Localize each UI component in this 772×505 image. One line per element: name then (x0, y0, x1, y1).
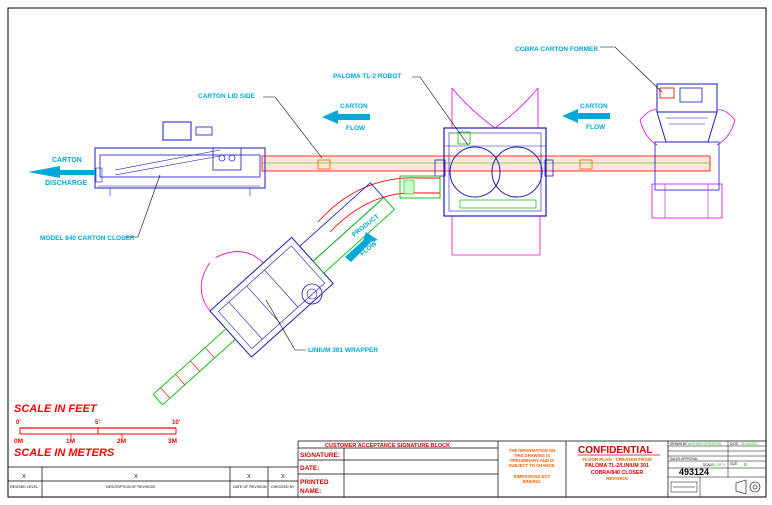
title-grid (668, 441, 766, 497)
meter-tick-1: 1M (66, 438, 75, 445)
notice-line-5: DIMENSIONS NOT (514, 474, 551, 479)
title-desc-4: REVISION (606, 476, 628, 481)
meter-tick-3: 3M (168, 438, 177, 445)
feet-tick-10: 10' (172, 420, 181, 426)
size-value: B (744, 462, 747, 467)
scale-feet-title: SCALE IN FEET (14, 403, 98, 415)
notice-line-2: THIS DRAWING IS (514, 453, 550, 458)
feet-tick-0: 0' (16, 420, 21, 426)
company-logo (670, 481, 698, 493)
sheet-scale-label: SCALE: (703, 463, 714, 467)
meter-tick-2: 2M (117, 438, 126, 445)
notice-line-1: THE INFORMATION ON (509, 448, 555, 453)
printed-label-2: NAME: (300, 488, 321, 495)
label-carton-flow-a2: FLOW (346, 125, 366, 132)
drawn-by-label: DRAWN BY: (670, 442, 688, 446)
confidential-stamp: CONFIDENTIAL (578, 445, 652, 456)
size-label: SIZE: (730, 462, 738, 466)
label-carton-flow-a1: CARTON (340, 103, 368, 110)
rev-x-2: X (134, 474, 138, 480)
rev-col-date: DATE OF REVISION (233, 485, 267, 489)
title-desc-3: COBRA/840 CLOSER (591, 470, 643, 476)
rev-x-1: X (22, 474, 26, 480)
signature-block-title: CUSTOMER ACCEPTANCE SIGNATURE BLOCK (325, 443, 450, 449)
main-conveyor (261, 155, 711, 172)
title-desc-2: PALOMA TL-2/LINIUM 301 (585, 463, 649, 469)
feet-tick-5: 5' (95, 420, 100, 426)
drawing-border (7, 7, 767, 498)
revision-block (8, 466, 298, 497)
linium-wrapper-machine (152, 182, 396, 406)
label-lid-side: CARTON LID SIDE (198, 93, 256, 100)
label-closer: MODEL 840 CARTON CLOSER (40, 235, 135, 242)
label-wrapper: LINIUM 301 WRAPPER (308, 347, 378, 354)
label-discharge-2: DISCHARGE (45, 180, 87, 187)
rev-col-checked: CHECKED BY (271, 485, 295, 489)
cobra-carton-former (639, 83, 736, 219)
drawn-by-value: ANTHONY ERICKSON (688, 442, 722, 446)
carton-closer-machine (94, 121, 266, 196)
signature-block (297, 440, 766, 497)
rev-x-3: X (247, 474, 251, 480)
signature-label: SIGNATURE: (300, 452, 340, 459)
product-flow-arrowhead (362, 232, 378, 244)
scale-section: SCALE IN FEET 0' 5' 10' 0M 1M 2M 3M SCAL… (14, 403, 181, 459)
paloma-robot-machine (434, 87, 554, 256)
product-curve-conveyor (317, 175, 441, 233)
rev-col-description: DESCRIPTION OF REVISION (106, 485, 155, 489)
date-field-value: 01/16/2003 (741, 442, 757, 446)
notice-line-6: BINDING. (523, 479, 542, 484)
sheet-scale-value: 1 OF 1 (713, 462, 726, 467)
label-carton-flow-b2: FLOW (586, 124, 606, 131)
carton-flow-arrow-left (322, 110, 370, 124)
label-cobra: COBRA CARTON FORMER (515, 46, 598, 53)
label-carton-flow-b1: CARTON (580, 103, 608, 110)
rev-x-4: X (281, 474, 285, 480)
label-discharge-1: CARTON (52, 157, 82, 164)
discharge-arrow (28, 166, 95, 178)
leader-lines (125, 46, 663, 351)
carton-flow-arrow-right (562, 109, 610, 123)
wrapper-film-roll (301, 283, 323, 305)
title-desc-1: FLOOR PLAN - CREATED FROM (582, 457, 651, 462)
drawing-number: 493124 (679, 467, 709, 477)
wrapper-film-core (306, 288, 318, 300)
scale-meters-title: SCALE IN METERS (14, 447, 115, 459)
notice-text: THE INFORMATION ON THIS DRAWING IS PRELI… (509, 448, 556, 484)
notice-line-4: SUBJECT TO CHANGE. (509, 463, 556, 468)
date-label: DATE: (300, 465, 319, 472)
sales-approval-label: SALES APPROVAL: (670, 457, 699, 461)
meter-tick-0: 0M (14, 438, 23, 445)
rev-col-revised: REVISED LEVEL (10, 485, 38, 489)
notice-line-3: PRELIMINARY AND IS (510, 458, 554, 463)
date-field-label: DATE: (730, 442, 739, 446)
printed-label-1: PRINTED (300, 479, 329, 486)
projection-symbol (735, 479, 761, 495)
label-robot: PALOMA TL-2 ROBOT (333, 73, 401, 80)
